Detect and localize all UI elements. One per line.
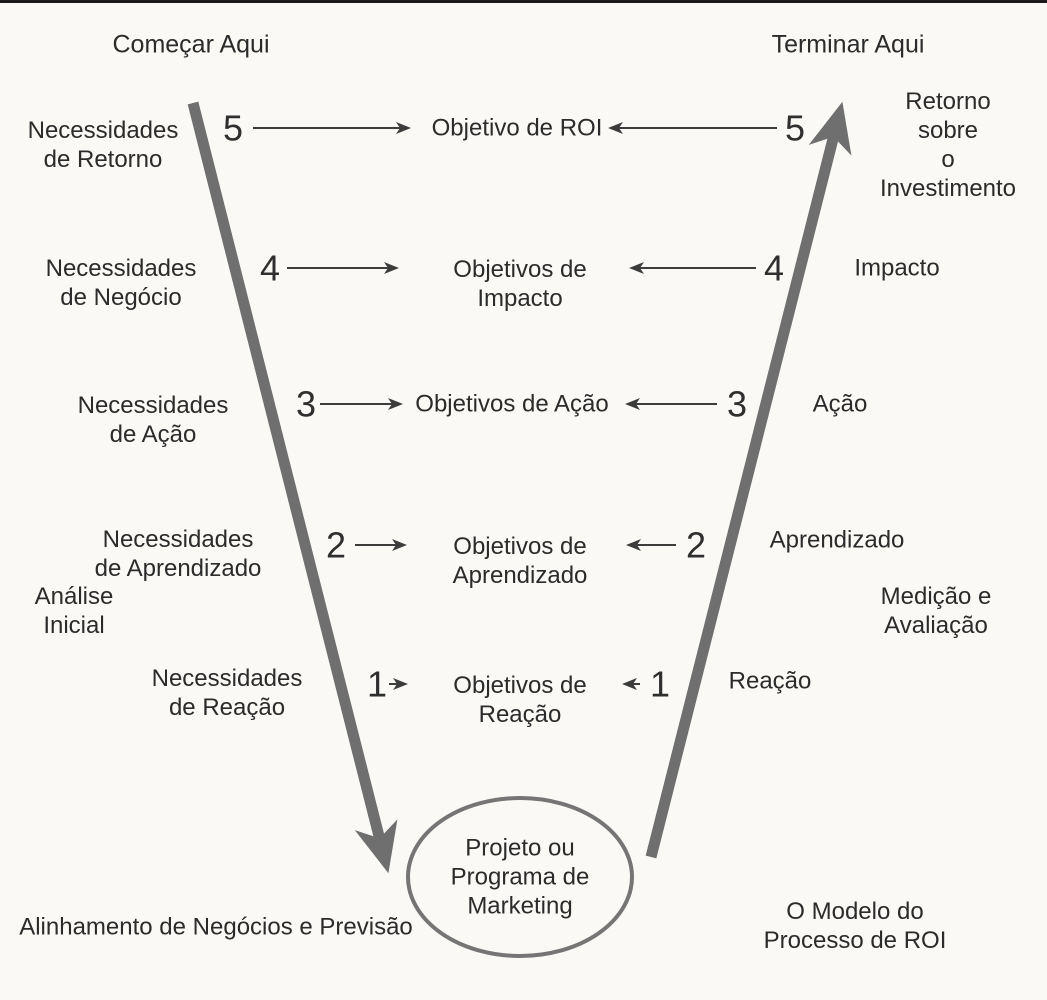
end-here-label: Terminar Aqui xyxy=(771,30,925,59)
measurement-evaluation-label: Medição e Avaliação xyxy=(880,583,992,639)
objective-label-5: Objetivo de ROI xyxy=(431,114,603,142)
up-arrow xyxy=(645,101,852,859)
result-label-5: Retorno sobre o Investimento xyxy=(879,88,1017,202)
business-alignment-caption: Alinhamento de Negócios e Previsão xyxy=(19,913,413,941)
project-program-label: Projeto ou Programa de Marketing xyxy=(450,834,590,920)
need-label-4: Necessidades de Negócio xyxy=(45,255,197,311)
objective-label-4: Objetivos de Impacto xyxy=(453,256,587,312)
objective-label-2: Objetivos de Aprendizado xyxy=(452,533,588,589)
level-number-1-right: 1 xyxy=(649,663,671,705)
need-label-2: Necessidades de Aprendizado xyxy=(94,526,262,582)
start-here-label: Começar Aqui xyxy=(112,30,270,59)
project-ellipse xyxy=(406,796,634,958)
level-number-4-right: 4 xyxy=(763,247,785,289)
level-number-3-left: 3 xyxy=(295,383,317,425)
scan-edge-artifact xyxy=(0,0,1047,3)
need-label-5: Necessidades de Retorno xyxy=(27,117,179,173)
result-label-4: Impacto xyxy=(854,254,940,282)
level-number-1-left: 1 xyxy=(366,663,388,705)
down-arrow xyxy=(187,101,398,874)
level-number-3-right: 3 xyxy=(726,383,748,425)
roi-process-model-caption: O Modelo do Processo de ROI xyxy=(763,898,947,954)
level-number-5-left: 5 xyxy=(222,107,244,149)
result-label-3: Ação xyxy=(812,390,868,418)
need-label-1: Necessidades de Reação xyxy=(151,665,303,721)
level-number-2-right: 2 xyxy=(685,524,707,566)
level-number-4-left: 4 xyxy=(259,247,281,289)
initial-analysis-label: Análise Inicial xyxy=(34,583,114,639)
result-label-1: Reação xyxy=(728,667,812,695)
level-number-2-left: 2 xyxy=(325,524,347,566)
objective-label-1: Objetivos de Reação xyxy=(453,672,587,728)
level-number-5-right: 5 xyxy=(784,107,806,149)
need-label-3: Necessidades de Ação xyxy=(77,392,229,448)
objective-label-3: Objetivos de Ação xyxy=(415,390,609,418)
result-label-2: Aprendizado xyxy=(769,526,905,554)
